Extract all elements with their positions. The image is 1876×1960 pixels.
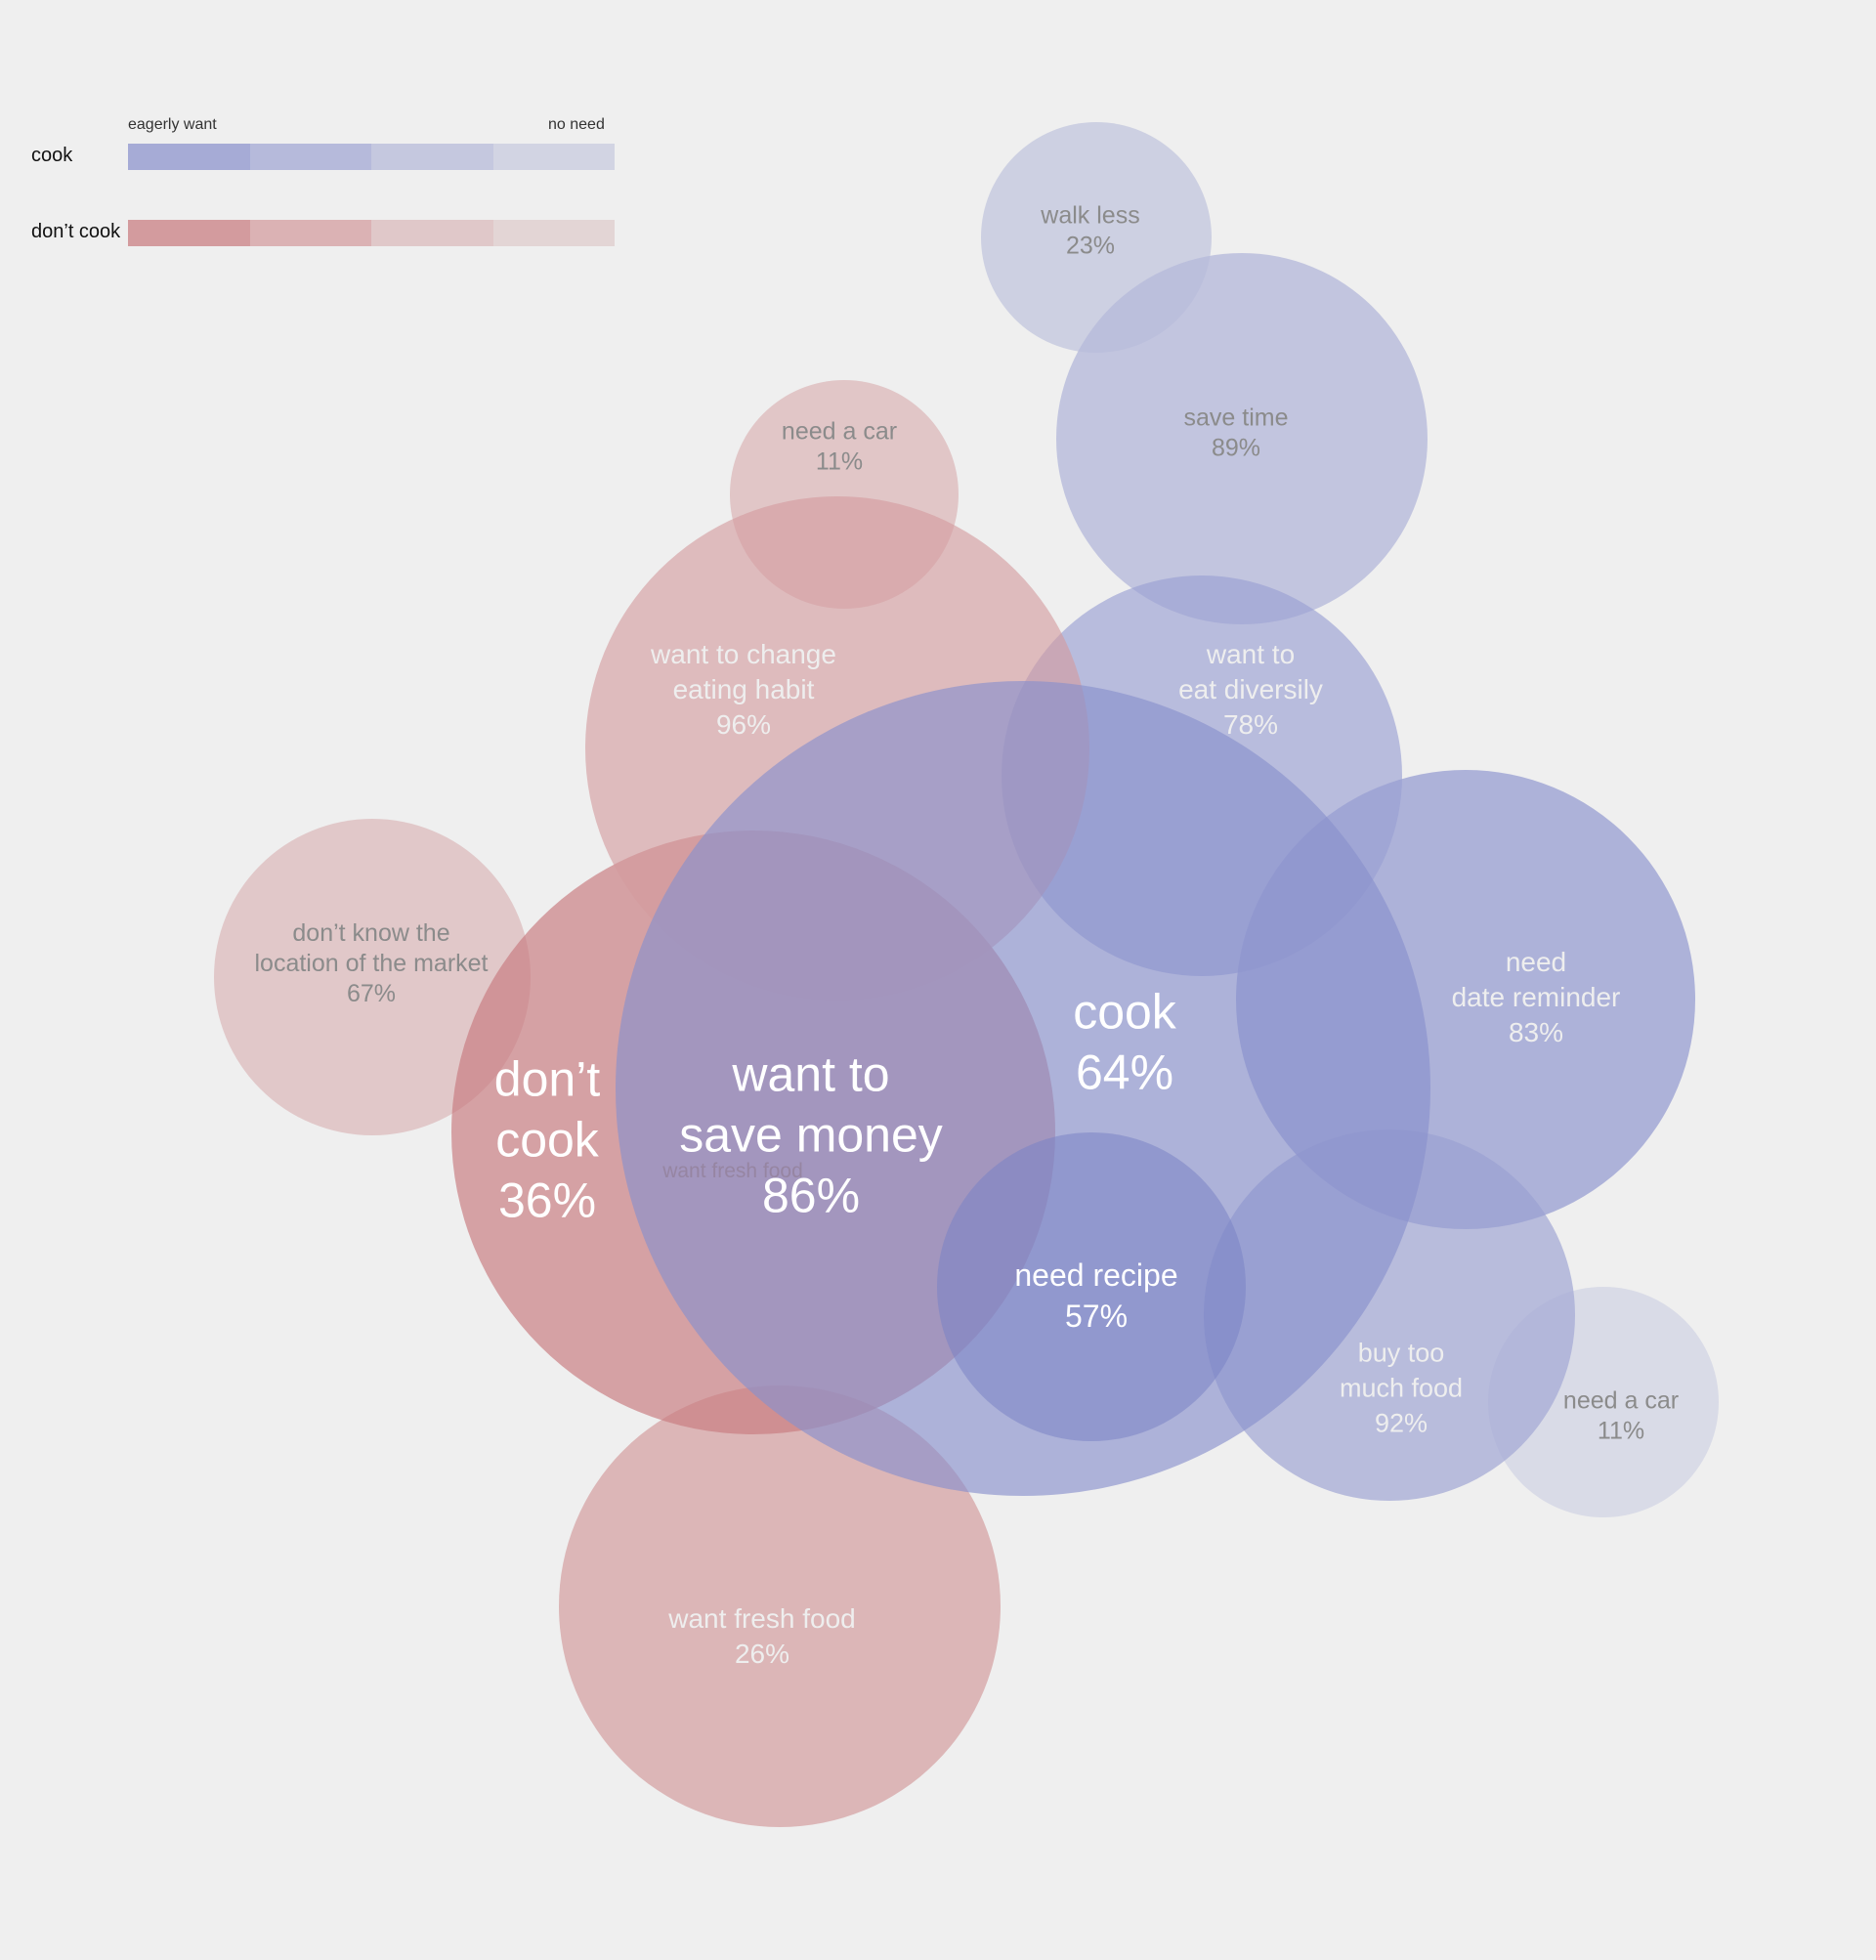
- bubble-value: 86%: [762, 1169, 860, 1223]
- bubble-cook-need-recipe: [937, 1132, 1246, 1441]
- bubble-label-cook-need-date-reminder: need date reminder 83%: [1452, 947, 1621, 1047]
- bubble-value: 78%: [1223, 709, 1278, 740]
- bubble-value: 67%: [347, 980, 396, 1007]
- bubble-label-line: save time: [1184, 404, 1289, 431]
- bubble-label-line: date reminder: [1452, 982, 1621, 1012]
- bubble-label-line: want fresh food: [667, 1603, 855, 1634]
- bubble-label-dont-cook-dont-know-location: don’t know the location of the market 67%: [254, 919, 488, 1007]
- bubble-label-line: need: [1506, 947, 1566, 977]
- bubble-label-line: eat diversily: [1178, 674, 1323, 704]
- bubble-label-line: walk less: [1040, 201, 1139, 229]
- bubble-label-line: don’t know the: [292, 919, 449, 947]
- bubble-value: 11%: [1598, 1417, 1644, 1444]
- bubble-label-cook-need-a-car: need a car 11%: [1563, 1386, 1679, 1444]
- legend-swatch-dont-cook-2: [249, 220, 371, 246]
- bubble-label-line: need a car: [1563, 1386, 1679, 1414]
- legend-swatch-cook-1: [128, 144, 250, 170]
- bubble-label-line: location of the market: [254, 950, 488, 977]
- bubble-label-line: want to: [731, 1047, 889, 1102]
- legend-bar-dont-cook: [128, 220, 615, 246]
- legend-swatch-dont-cook-1: [128, 220, 250, 246]
- bubble-label-line: eating habit: [673, 674, 815, 704]
- bubble-label-cook-buy-too-much-food: buy too much food 92%: [1340, 1338, 1463, 1437]
- bubble-value: 96%: [716, 709, 771, 740]
- bubble-value: 36%: [498, 1173, 596, 1228]
- bubble-label-line: want to change: [650, 639, 836, 669]
- bubble-label-line: cook: [1073, 985, 1177, 1040]
- bubble-value: 23%: [1066, 232, 1115, 259]
- bubble-label-line: don’t: [494, 1052, 601, 1107]
- bubble-label-cook-need-recipe: need recipe 57%: [1014, 1257, 1177, 1334]
- bubble-value: 92%: [1375, 1408, 1428, 1437]
- legend-bar-cook: [128, 144, 615, 170]
- bubble-value: 57%: [1065, 1299, 1128, 1334]
- bubble-label-line: buy too: [1358, 1338, 1445, 1367]
- bubble-label-line: want to: [1206, 639, 1295, 669]
- bubble-dont-cook-dont-know-location: [214, 819, 531, 1135]
- legend-swatch-dont-cook-4: [492, 220, 615, 246]
- legend-end-label: no need: [548, 116, 605, 133]
- bubble-value: 64%: [1076, 1045, 1173, 1100]
- bubble-label-want-to-save-money: want to save money 86%: [679, 1047, 943, 1223]
- legend-swatch-cook-2: [249, 144, 371, 170]
- bubble-value: 83%: [1509, 1017, 1563, 1047]
- bubble-label-line: need a car: [782, 417, 897, 445]
- bubble-cook-save-time: [1056, 253, 1428, 624]
- bubble-label-dont-cook-want-to-change-eating-habit: want to change eating habit 96%: [650, 639, 836, 740]
- bubble-circles: want fresh food: [214, 122, 1719, 1827]
- legend-swatch-dont-cook-3: [371, 220, 493, 246]
- legend-row-cook-label: cook: [31, 145, 73, 166]
- bubble-label-line: much food: [1340, 1373, 1463, 1402]
- bubble-value: 11%: [816, 447, 863, 475]
- bubble-dont-cook-want-fresh-food: [559, 1385, 1001, 1827]
- bubble-label-cook-save-time: save time 89%: [1184, 404, 1289, 461]
- bubble-label-line: need recipe: [1014, 1257, 1177, 1293]
- legend-swatch-cook-3: [371, 144, 493, 170]
- legend-swatch-cook-4: [492, 144, 615, 170]
- bubble-label-line: cook: [495, 1113, 600, 1168]
- legend-start-label: eagerly want: [128, 116, 217, 133]
- bubble-label-cook-want-to-eat-diversily: want to eat diversily 78%: [1178, 639, 1323, 740]
- hidden-bubble-label: want fresh food: [661, 1160, 803, 1182]
- bubble-label-cook-walk-less: walk less 23%: [1040, 201, 1139, 259]
- bubble-value: 26%: [735, 1639, 789, 1669]
- bubble-label-line: save money: [679, 1108, 943, 1163]
- bubble-value: 89%: [1212, 434, 1260, 461]
- legend-row-dont-cook-label: don’t cook: [31, 221, 121, 242]
- bubble-label-dont-cook-want-fresh-food: want fresh food 26%: [667, 1603, 855, 1669]
